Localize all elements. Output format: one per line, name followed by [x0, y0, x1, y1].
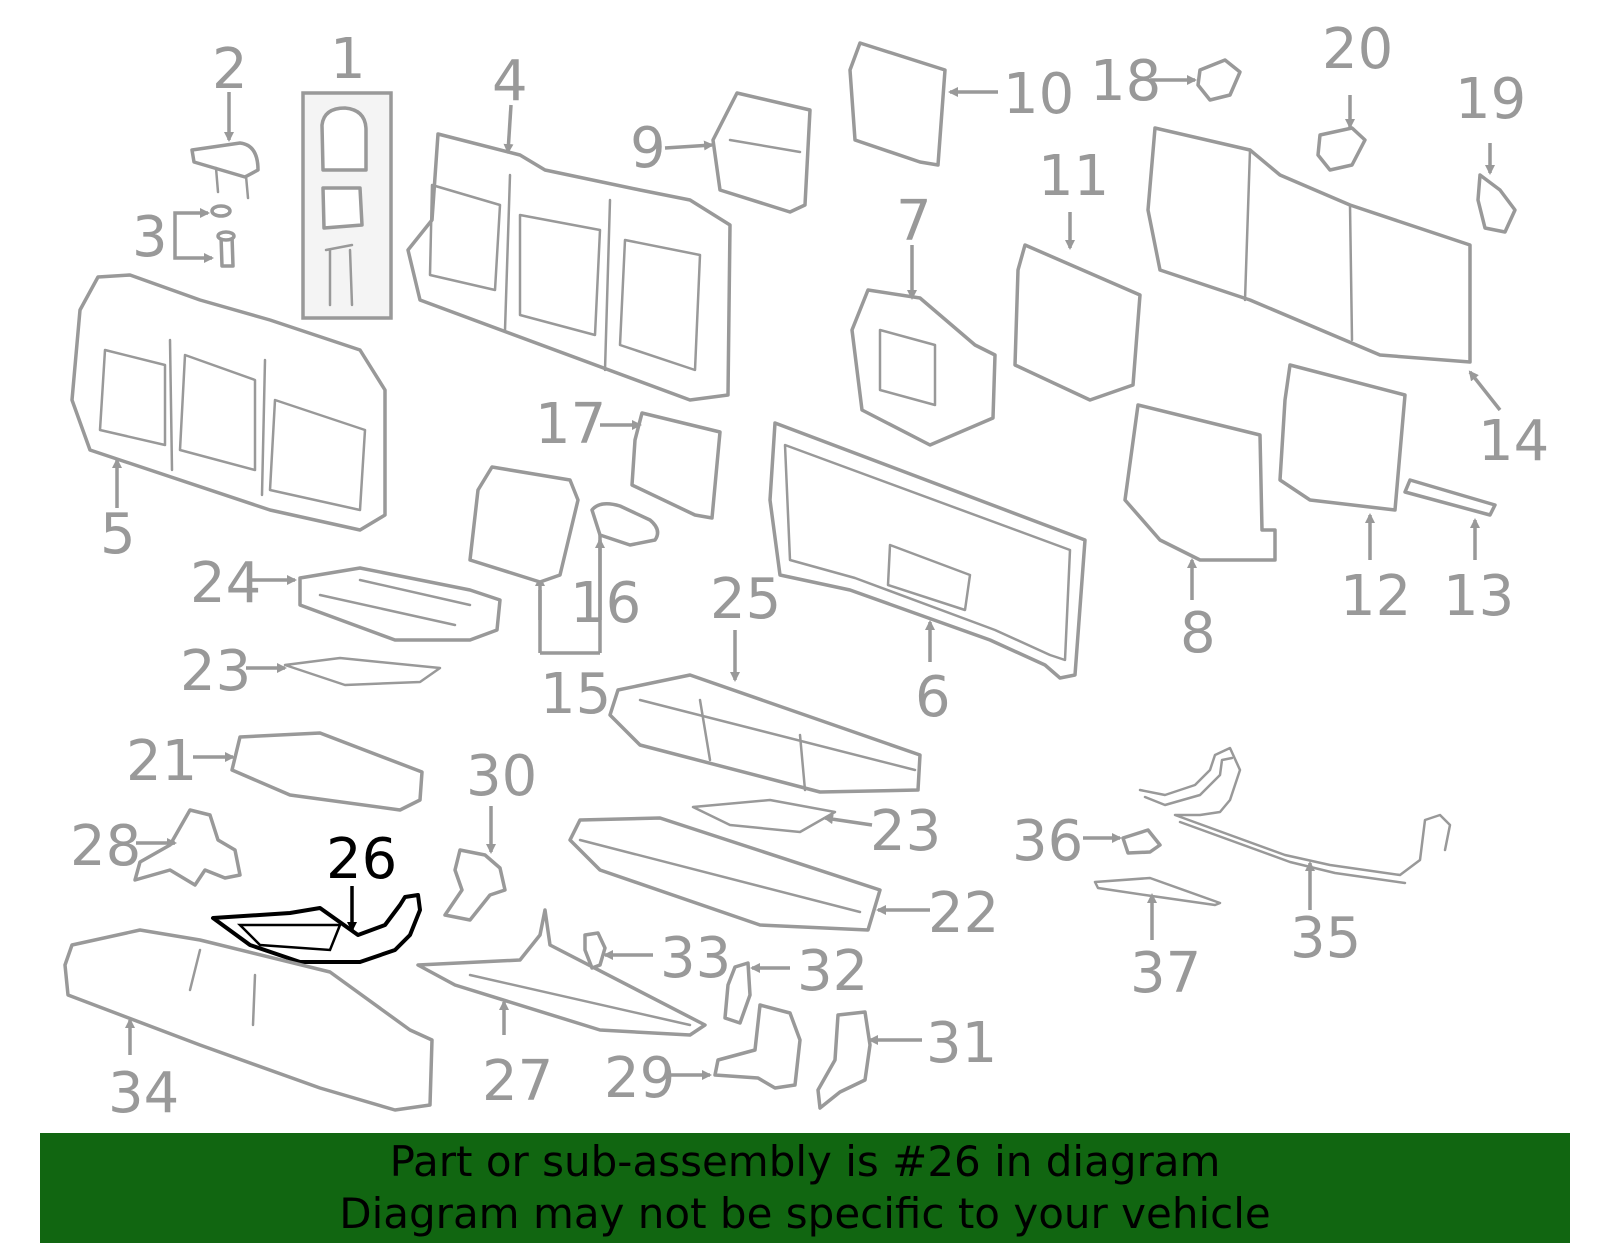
part-23-pad-lower [691, 798, 837, 834]
part-20-hinge [1316, 126, 1367, 172]
callout-20: 20 [1322, 17, 1393, 82]
callout-28: 28 [70, 814, 141, 879]
callout-36: 36 [1012, 809, 1083, 874]
callout-19: 19 [1455, 67, 1526, 132]
callout-22: 22 [928, 881, 999, 946]
callout-3: 3 [132, 205, 168, 270]
callout-17: 17 [535, 392, 606, 457]
part-1-headrest-kit [301, 91, 393, 320]
callout-11: 11 [1038, 144, 1109, 209]
callout-13: 13 [1443, 564, 1514, 629]
part-13-pad [1403, 478, 1497, 517]
part-15-bracket-leads [535, 530, 605, 655]
callout-31: 31 [926, 1011, 997, 1076]
callout-14: 14 [1478, 409, 1549, 474]
callout-2: 2 [212, 37, 248, 102]
part-22-cushion-frame [568, 816, 882, 932]
part-30-bracket [443, 848, 507, 922]
part-25-seat-cushion [608, 673, 922, 794]
notice-banner: Part or sub-assembly is #26 in diagram D… [40, 1133, 1570, 1243]
callout-1: 1 [330, 27, 366, 92]
callout-34: 34 [108, 1061, 179, 1126]
part-15-armrest [468, 465, 580, 584]
part-5-seatback [70, 273, 387, 532]
callout-7: 7 [896, 189, 932, 254]
callout-labels: 1 2 3 4 5 6 7 8 9 10 11 12 13 14 15 16 1… [70, 17, 1549, 1126]
callout-6: 6 [915, 665, 951, 730]
part-6-back-panel [768, 421, 1087, 680]
part-4-seatback-frame [406, 132, 732, 402]
banner-line-2: Diagram may not be specific to your vehi… [339, 1189, 1271, 1238]
callout-4: 4 [492, 49, 528, 114]
callout-15: 15 [540, 662, 611, 727]
part-7-bracket [850, 288, 997, 447]
callout-27: 27 [482, 1049, 553, 1114]
part-35-harness [1138, 746, 1452, 885]
callout-25: 25 [710, 567, 781, 632]
part-17-panel [630, 411, 722, 520]
part-26-bracket-highlighted [211, 893, 422, 964]
part-11-panel [1013, 243, 1142, 402]
part-37-pad [1093, 876, 1222, 907]
callout-12: 12 [1340, 564, 1411, 629]
callout-35: 35 [1290, 906, 1361, 971]
callout-16: 16 [570, 571, 641, 636]
callout-23b: 23 [870, 799, 941, 864]
callout-9: 9 [630, 116, 666, 181]
part-18-hinge [1196, 58, 1242, 102]
callout-30: 30 [466, 744, 537, 809]
callout-10: 10 [1003, 62, 1074, 127]
callout-37: 37 [1130, 941, 1201, 1006]
part-23-pad-upper [283, 656, 442, 687]
part-8-panel [1123, 403, 1277, 562]
part-32-cover [723, 961, 752, 1025]
part-31-cover [816, 1010, 872, 1110]
part-34-seat-base [63, 928, 434, 1112]
callout-5: 5 [100, 502, 136, 567]
part-24-cushion [298, 566, 502, 642]
callout-8: 8 [1180, 601, 1216, 666]
part-33-clip [583, 931, 607, 970]
part-14-rear-panel [1146, 126, 1472, 364]
leader-lines [112, 75, 1502, 1080]
part-16-cupholder [590, 502, 660, 547]
part-3-fasteners [210, 204, 236, 268]
callout-32: 32 [797, 939, 868, 1004]
callout-24: 24 [190, 551, 261, 616]
part-9-panel [711, 91, 812, 214]
part-12-panel [1278, 363, 1407, 512]
part-36-module [1121, 828, 1162, 855]
banner-line-1: Part or sub-assembly is #26 in diagram [389, 1137, 1221, 1186]
part-10-panel [848, 41, 947, 167]
part-21-cushion-pad [230, 731, 424, 812]
part-28-bracket [133, 808, 242, 887]
part-2-headrest [190, 141, 260, 200]
part-19-hinge [1476, 173, 1517, 234]
callout-18: 18 [1090, 49, 1161, 114]
part-27-seat-frame [416, 908, 707, 1037]
callout-26: 26 [326, 827, 397, 892]
part-29-bracket [713, 1003, 802, 1090]
callout-29: 29 [604, 1046, 675, 1111]
callout-33: 33 [660, 926, 731, 991]
callout-21: 21 [126, 729, 197, 794]
callout-23a: 23 [180, 639, 251, 704]
seat-parts-diagram: 1 2 3 4 5 6 7 8 9 10 11 12 13 14 15 16 1… [63, 17, 1549, 1126]
